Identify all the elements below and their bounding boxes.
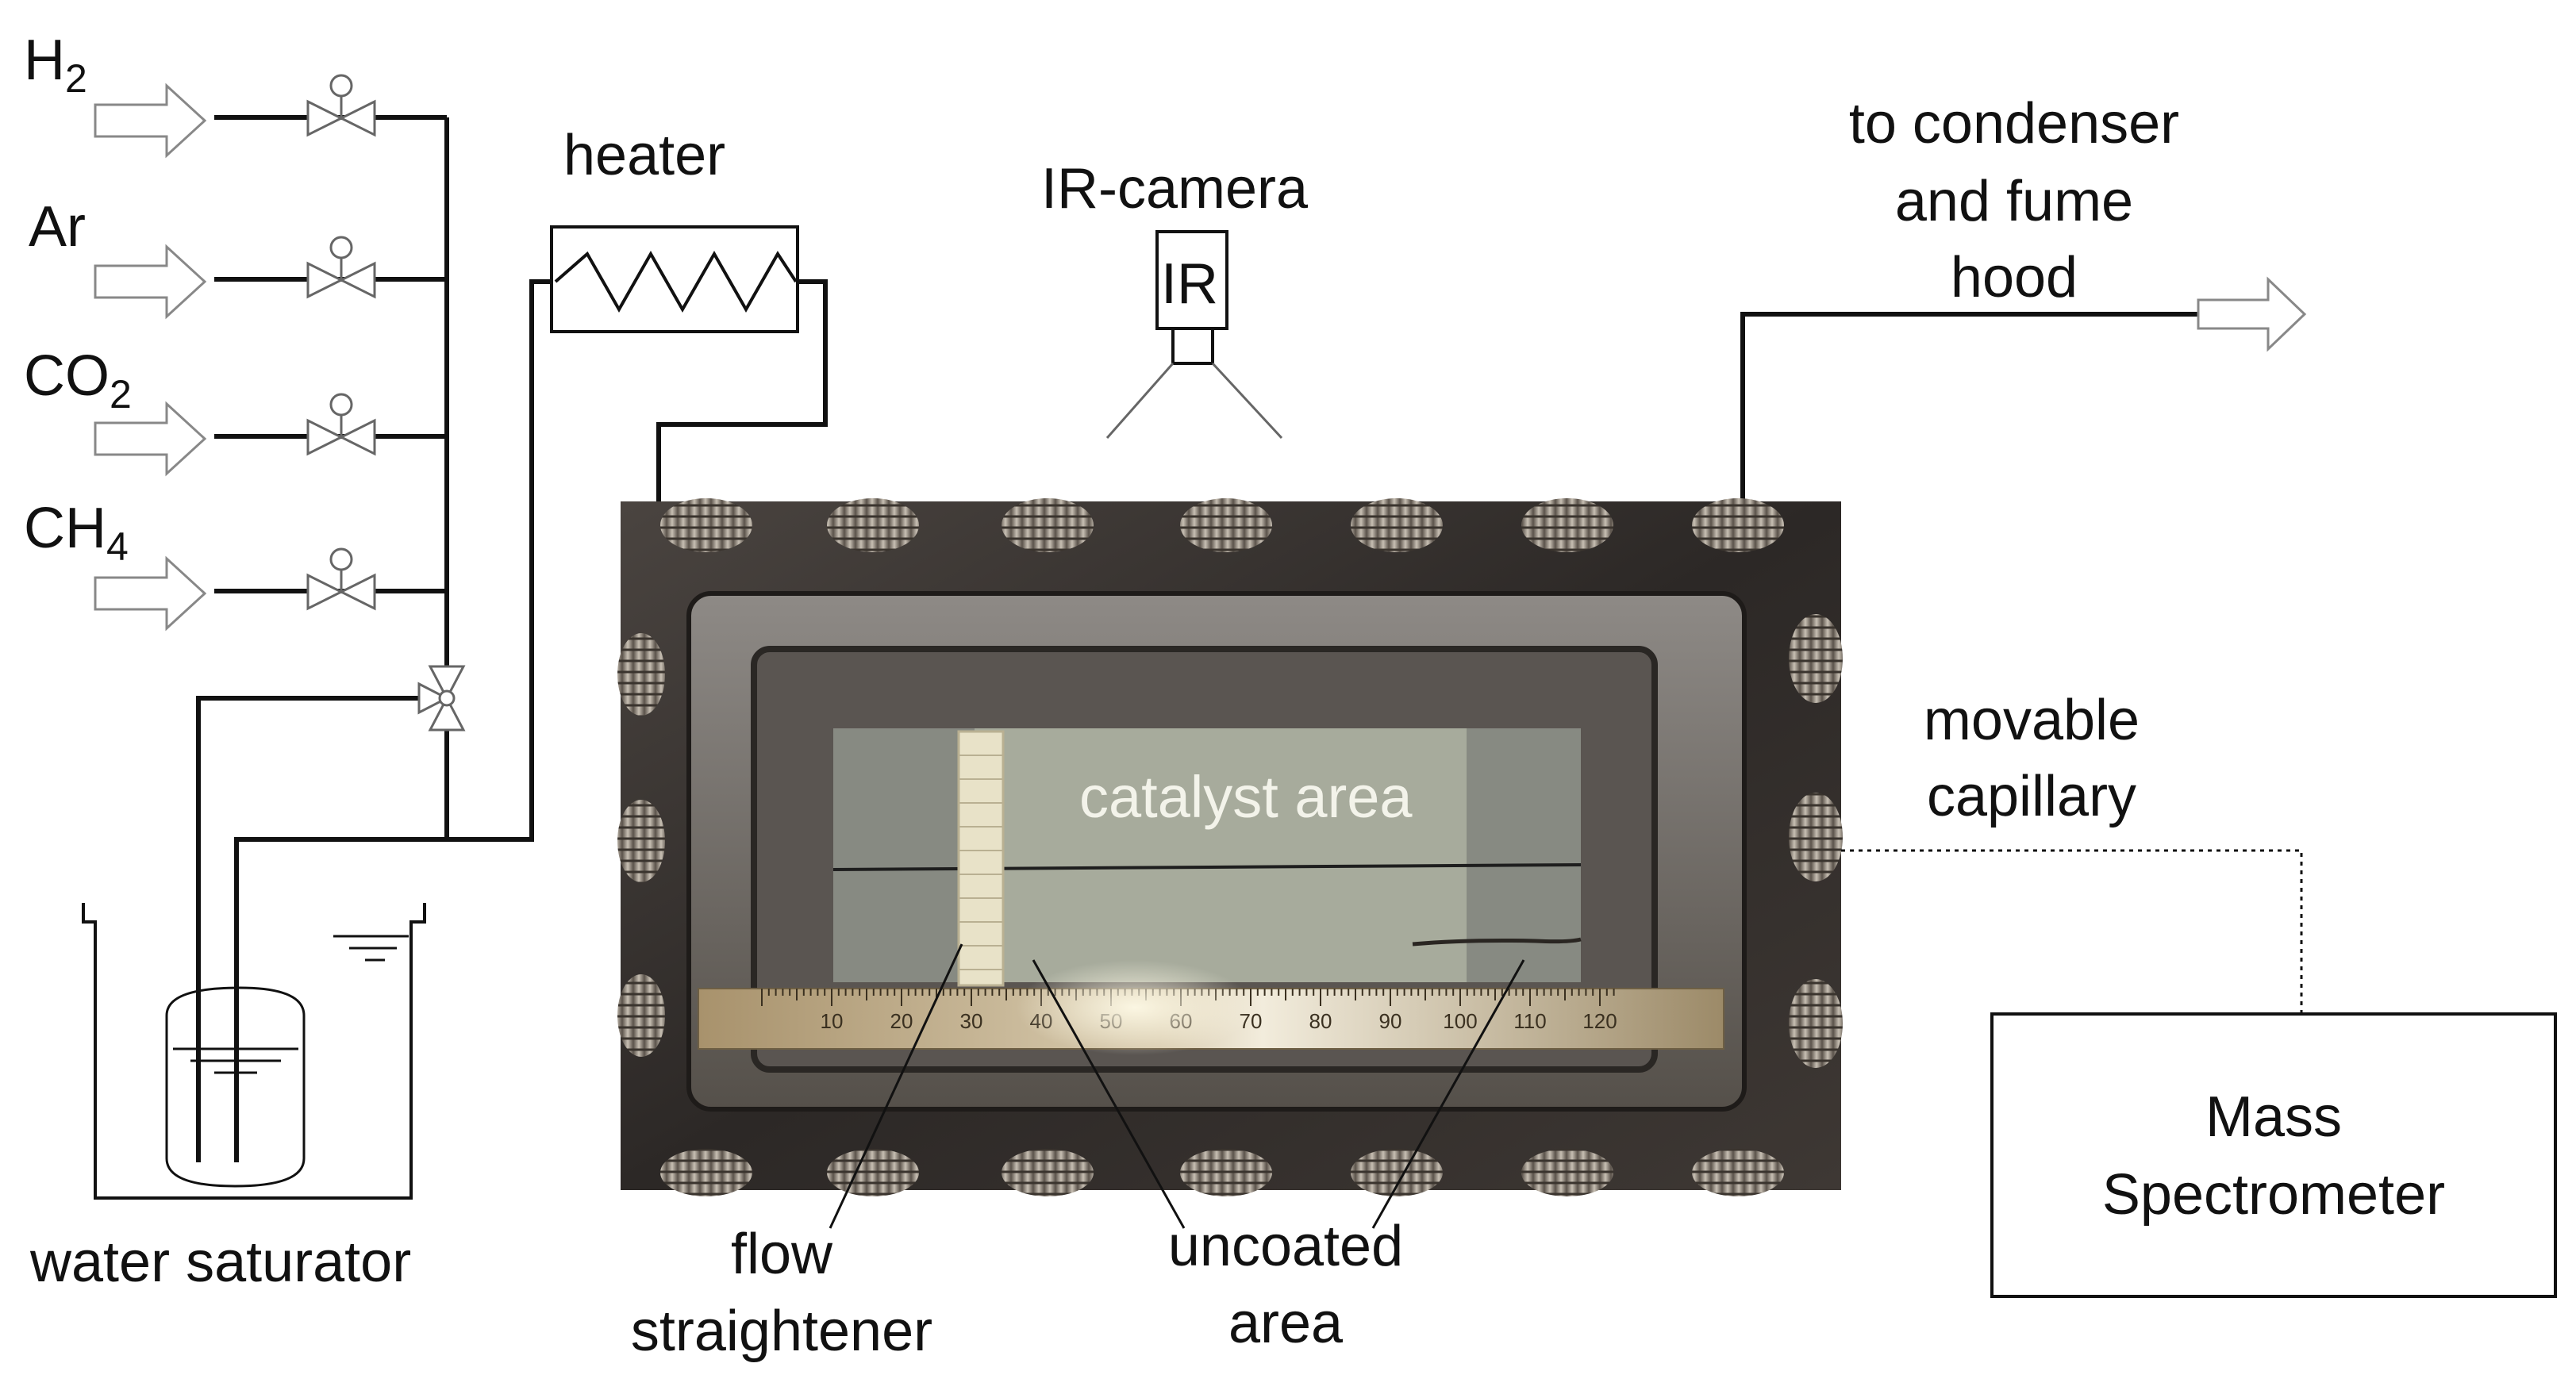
- capillary-label-line1: movable: [1924, 689, 2140, 752]
- heater-label: heater: [563, 124, 725, 187]
- thermocouple-wire: [1412, 937, 1582, 947]
- ruler-tick-label: 110: [1513, 1009, 1546, 1033]
- ruler-tick-label: 20: [890, 1009, 913, 1033]
- mass-spectrometer-label-line1: Mass: [2205, 1085, 2342, 1149]
- flow-straightener-label-line2: straightener: [631, 1300, 932, 1363]
- ruler-tick-label: 10: [821, 1009, 844, 1033]
- water-saturator-label: water saturator: [29, 1231, 411, 1294]
- ir-camera-body: [1155, 230, 1228, 330]
- uncoated-area-label-line2: area: [1228, 1292, 1344, 1355]
- water-bath: [82, 903, 426, 1200]
- ruler-tick-label: 100: [1443, 1009, 1477, 1033]
- ir-box-label: IR: [1161, 252, 1218, 316]
- inlet-arrow-ch4: [94, 555, 207, 632]
- valve-ch4: [306, 547, 376, 611]
- reactor-photo: 102030405060708090100110120 catalyst are…: [617, 498, 1843, 1196]
- gas-supply-lines: [196, 115, 828, 1162]
- ir-camera-label: IR-camera: [1041, 157, 1309, 221]
- gas-label-co2: CO2: [24, 344, 132, 417]
- heater-coil: [554, 250, 798, 313]
- ir-camera-lens: [1171, 327, 1214, 365]
- light-glare: [1016, 960, 1254, 1055]
- saturator-vessel: [165, 986, 306, 1188]
- gas-label-ar: Ar: [29, 195, 86, 259]
- mass-spectrometer-label-line2: Spectrometer: [2102, 1163, 2445, 1227]
- capillary-connection: [1841, 849, 2303, 1014]
- condenser-label-line3: hood: [1951, 246, 2078, 309]
- ruler-tick-label: 120: [1582, 1009, 1617, 1033]
- heater-box: [550, 225, 799, 333]
- inlet-arrow-co2: [94, 401, 207, 477]
- ir-camera: [1105, 230, 1283, 440]
- leader-uncoated-right: [1371, 959, 1525, 1229]
- water-saturator: [82, 903, 426, 1200]
- flow-straightener: [957, 730, 1005, 987]
- gas-label-ch4: CH4: [24, 497, 129, 569]
- capillary-label-line2: capillary: [1927, 765, 2136, 828]
- flow-straightener-label-line1: flow: [731, 1223, 833, 1286]
- leader-uncoated-left: [1032, 959, 1186, 1229]
- reactor-bolts: [617, 498, 1843, 1196]
- heater: [550, 225, 799, 333]
- ruler-tick-label: 90: [1379, 1009, 1402, 1033]
- three-way-valve: [417, 665, 466, 732]
- catalyst-area-label: catalyst area: [1079, 764, 1413, 830]
- mass-spectrometer-box: [1990, 1012, 2557, 1298]
- outlet-arrow: [2197, 276, 2307, 352]
- catalyst-area-coated: [975, 728, 1467, 982]
- ruler-tick-label: 80: [1309, 1009, 1332, 1033]
- inlet-arrow-ar: [94, 244, 207, 320]
- condenser-label-line1: to condenser: [1849, 92, 2179, 156]
- gas-inlet-arrows: [94, 83, 207, 632]
- leader-lines: [829, 943, 1525, 1229]
- condenser-label-line2: and fume: [1895, 170, 2133, 233]
- inlet-arrow-h2: [94, 83, 207, 159]
- ruler-tick-label: 30: [960, 1009, 983, 1033]
- uncoated-area-label-line1: uncoated: [1168, 1215, 1403, 1278]
- outlet-line: [1740, 312, 2198, 506]
- gas-label-h2: H2: [24, 29, 87, 101]
- valve-h2: [306, 74, 376, 137]
- valve-ar: [306, 236, 376, 299]
- valve-co2: [306, 393, 376, 456]
- leader-flow-straightener: [829, 943, 963, 1229]
- gas-valves: [306, 74, 466, 732]
